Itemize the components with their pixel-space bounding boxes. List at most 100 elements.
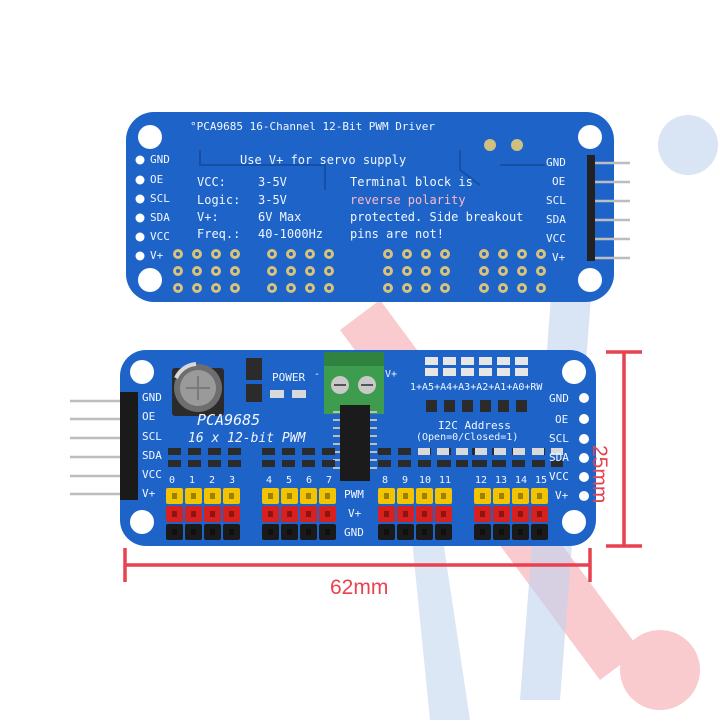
mount-hole <box>578 125 602 149</box>
back-left-pin-label: SCL <box>150 192 170 205</box>
servo-header-pin <box>493 524 510 540</box>
spec-value: 3-5V <box>258 193 287 207</box>
servo-header-socket <box>287 493 292 499</box>
resistor-array <box>208 448 221 455</box>
rail-label-gnd: GND <box>344 526 364 539</box>
transistor <box>246 384 262 402</box>
servo-header-pin <box>531 488 548 504</box>
address-jumper <box>479 368 492 376</box>
servo-header-pin <box>185 488 202 504</box>
back-servo-pads <box>173 249 546 293</box>
smd-resistor <box>551 448 563 455</box>
resistor-array <box>282 460 295 467</box>
back-servo-pad-hole <box>405 269 409 273</box>
servo-header-pin <box>223 488 240 504</box>
back-servo-pad-hole <box>195 252 199 256</box>
channel-number: 8 <box>382 475 389 486</box>
servo-header-pin <box>416 506 433 522</box>
back-servo-pad-hole <box>482 252 486 256</box>
servo-header-pin <box>531 506 548 522</box>
servo-header-socket <box>384 511 389 517</box>
resistor-array <box>168 460 181 467</box>
address-jumper <box>497 368 510 376</box>
spec-value: 3-5V <box>258 175 287 189</box>
resistor-arrays <box>168 448 563 467</box>
smd-resistor <box>498 400 509 412</box>
servo-header-socket <box>268 493 273 499</box>
servo-header-pin <box>223 524 240 540</box>
servo-header-socket <box>441 493 446 499</box>
channel-number: 9 <box>402 475 409 486</box>
back-left-pin-label: OE <box>150 173 164 186</box>
back-board <box>126 112 630 302</box>
address-jumper <box>443 357 456 365</box>
servo-header-socket <box>499 529 504 535</box>
back-right-pin-label: V+ <box>552 251 566 264</box>
height-dimension-label: 25mm <box>588 445 611 504</box>
servo-header-pin <box>300 524 317 540</box>
mount-hole <box>138 125 162 149</box>
back-servo-pad-hole <box>289 252 293 256</box>
servo-header-pin <box>166 506 183 522</box>
servo-header-socket <box>499 493 504 499</box>
front-right-pin-label: SDA <box>549 451 569 464</box>
servo-header-socket <box>268 529 273 535</box>
back-pad <box>511 139 523 151</box>
back-servo-pad-hole <box>520 286 524 290</box>
servo-header-socket <box>537 493 542 499</box>
smd-resistor <box>418 448 430 455</box>
back-pcb <box>126 112 614 302</box>
servo-header-pin <box>223 506 240 522</box>
back-servo-pad-hole <box>520 252 524 256</box>
back-pad <box>484 139 496 151</box>
channel-number: 1 <box>189 475 196 486</box>
back-servo-pad-hole <box>270 252 274 256</box>
servo-header-pin <box>262 506 279 522</box>
back-servo-pad-hole <box>308 269 312 273</box>
front-left-pin-label: GND <box>142 391 162 404</box>
back-servo-pad-hole <box>214 286 218 290</box>
back-servo-pad-hole <box>195 286 199 290</box>
back-servo-pad-hole <box>539 252 543 256</box>
servo-header-pin <box>166 488 183 504</box>
back-left-pads <box>135 155 145 261</box>
mount-hole <box>578 268 602 292</box>
servo-header-socket <box>229 511 234 517</box>
channel-number: 6 <box>306 475 313 486</box>
servo-header-socket <box>441 511 446 517</box>
servo-header-socket <box>306 529 311 535</box>
resistor-array <box>398 448 411 455</box>
back-servo-pad-hole <box>386 286 390 290</box>
servo-header-pin <box>435 506 452 522</box>
front-left-pin-label: SDA <box>142 449 162 462</box>
servo-header-socket <box>191 511 196 517</box>
smd-resistor <box>532 460 544 467</box>
servo-header-pin <box>185 524 202 540</box>
spec-value: 40-1000Hz <box>258 227 324 241</box>
back-servo-pad-hole <box>195 269 199 273</box>
chip-name-label: PCA9685 <box>197 411 261 429</box>
back-right-pin-label: SCL <box>546 194 566 207</box>
servo-header-socket <box>287 529 292 535</box>
servo-header-pin <box>319 488 336 504</box>
channel-number: 3 <box>229 475 236 486</box>
back-servo-pad-hole <box>327 286 331 290</box>
servo-header-pin <box>281 488 298 504</box>
back-left-pin-label: SDA <box>150 211 170 224</box>
dimension-lines <box>123 350 642 582</box>
servo-header-pin <box>531 524 548 540</box>
channel-number: 13 <box>495 475 508 486</box>
resistor-array <box>208 460 221 467</box>
mount-hole <box>130 360 154 384</box>
smd-resistor <box>426 400 437 412</box>
back-servo-pad-hole <box>405 252 409 256</box>
servo-header-socket <box>422 511 427 517</box>
servo-header-pin <box>204 488 221 504</box>
back-servo-pad-hole <box>308 286 312 290</box>
resistor-array <box>302 448 315 455</box>
resistor-array <box>188 460 201 467</box>
back-servo-pad-hole <box>327 269 331 273</box>
servo-header-socket <box>210 529 215 535</box>
servo-header-pin <box>185 506 202 522</box>
front-side-header <box>70 392 138 500</box>
